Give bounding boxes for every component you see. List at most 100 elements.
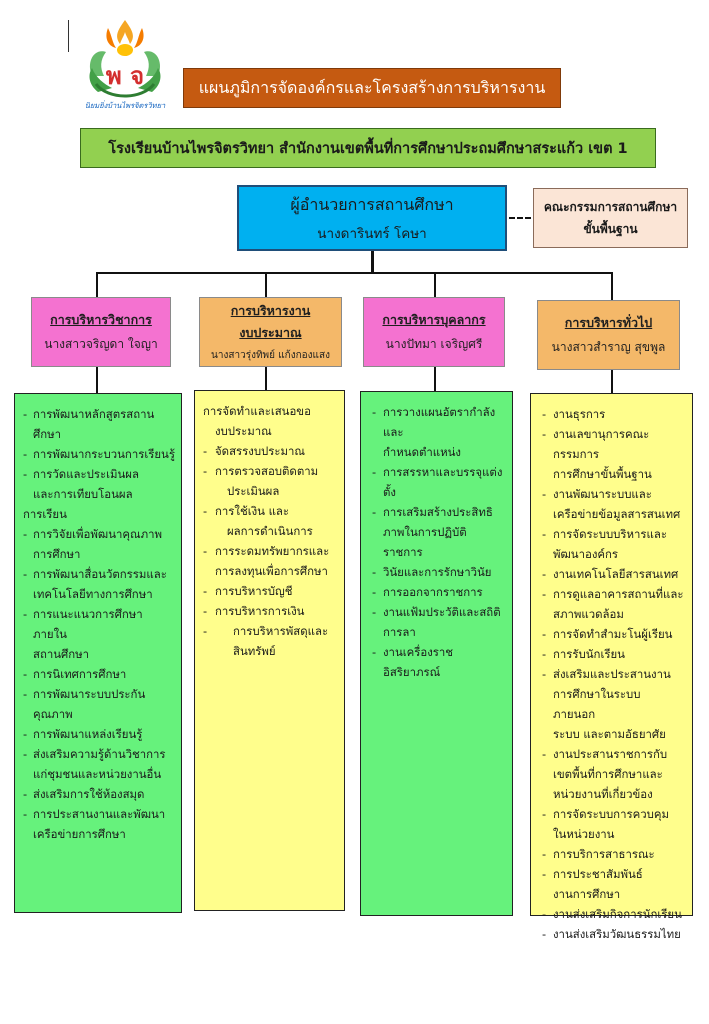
- list-item: งานเครื่องราชอิสริยาภรณ์: [369, 642, 506, 682]
- dept-person: นางสาวจริญดา ใจญา: [44, 337, 158, 351]
- list-item: งานแฟ้มประวัติและสถิติ: [369, 602, 506, 622]
- task-list-personnel: การวางแผนอัตรากำลังและ กำหนดตำแหน่ง การส…: [360, 391, 513, 916]
- connector-academic: [96, 272, 98, 297]
- list-item: การพัฒนาแหล่งเรียนรู้: [23, 724, 175, 744]
- dept-head: การบริหารวิชาการ: [50, 312, 152, 327]
- connector-director-down: [371, 251, 374, 273]
- list-item: การจัดระบบการควบคุม: [539, 804, 686, 824]
- dept-person: นางสาวสำราญ สุขพูล: [551, 340, 666, 354]
- dept-personnel: การบริหารบุคลากร นางปัทมา เจริญศรี: [363, 297, 505, 367]
- list-item-continued: เขตพื้นที่การศึกษาและ: [553, 767, 663, 781]
- logo-initials: พ จ: [106, 62, 144, 90]
- list-item: งานส่งเสริมวัฒนธรรมไทย: [539, 924, 686, 944]
- list-item-continued: การศึกษา: [33, 547, 81, 561]
- dept-head: การบริหารงาน: [230, 303, 311, 318]
- dept-head-line2: งบประมาณ: [239, 325, 302, 340]
- committee-subtitle: ขั้นพื้นฐาน: [583, 221, 638, 236]
- list-item-continued: คุณภาพ: [33, 707, 73, 721]
- list-item-continued: เทคโนโลยีทางการศึกษา: [33, 587, 153, 601]
- dept-academic: การบริหารวิชาการ นางสาวจริญดา ใจญา: [31, 297, 171, 367]
- list-item: การบริการสาธารณะ: [539, 844, 686, 864]
- list-item: การประชาสัมพันธ์: [539, 864, 686, 884]
- school-banner: โรงเรียนบ้านไพรจิตรวิทยา สำนักงานเขตพื้น…: [80, 128, 656, 168]
- connector-horizontal: [96, 272, 612, 274]
- list-item: งานส่งเสริมกิจการนักเรียน: [539, 904, 686, 924]
- list-item: การพัฒนากระบวนการเรียนรู้: [23, 444, 175, 464]
- list-item: การสรรหาและบรรจุแต่งตั้ง: [369, 462, 506, 502]
- task-list-general: งานธุรการ งานเลขานุการคณะกรรมการ การศึกษ…: [530, 393, 693, 944]
- dept-general: การบริหารทั่วไป นางสาวสำราญ สุขพูล: [537, 300, 680, 370]
- director-box: ผู้อำนวยการสถานศึกษา นางดารินทร์ โคษา: [237, 185, 507, 251]
- connector-general: [611, 272, 613, 300]
- list-item: และการเทียบโอนผล: [23, 484, 175, 504]
- list-item-continued: ระบบ และตามอัธยาศัย: [553, 727, 666, 741]
- list-item-continued: สถานศึกษา: [33, 647, 90, 661]
- list-item: การพัฒนาหลักสูตรสถานศึกษา: [23, 404, 175, 444]
- list-item-text: การเรียน: [23, 507, 67, 521]
- list-item: งานประสานราชการกับ: [539, 744, 686, 764]
- list-item: การนิเทศการศึกษา: [23, 664, 175, 684]
- connector-budget-list: [265, 367, 267, 390]
- list-item: การระดมทรัพยากรและ: [203, 541, 338, 561]
- list-item: การตรวจสอบติดตาม: [203, 461, 338, 481]
- list-item: การประสานงานและพัฒนา: [23, 804, 175, 824]
- list-item-continued: ประเมินผล: [227, 484, 280, 498]
- list-item: การพัฒนาระบบประกัน: [23, 684, 175, 704]
- committee-title: คณะกรรมการสถานศึกษา: [543, 199, 678, 214]
- chart-title: แผนภูมิการจัดองค์กรและโครงสร้างการบริหาร…: [183, 68, 561, 108]
- list-item: การจัดทำสำมะโนผู้เรียน: [539, 624, 686, 644]
- list-item: ส่งเสริมการใช้ห้องสมุด: [23, 784, 175, 804]
- list-item: การบริหารการเงิน: [203, 601, 338, 621]
- list-item-continued: ผลการดำเนินการ: [227, 524, 313, 538]
- list-item: การเสริมสร้างประสิทธิ: [369, 502, 506, 522]
- list-item: การจัดทำและเสนอขอ: [203, 404, 311, 418]
- dept-person: นางสาวรุ่งทิพย์ แก้งกองแสง: [211, 350, 330, 361]
- list-item: งานธุรการ: [539, 404, 686, 424]
- list-item-continued: สินทรัพย์: [233, 644, 276, 658]
- dashed-connector: [509, 217, 531, 219]
- list-item: จัดสรรงบประมาณ: [203, 441, 338, 461]
- task-list-budget: การจัดทำและเสนอขอ งบประมาณ จัดสรรงบประมา…: [194, 390, 345, 911]
- list-item: การวางแผนอัตรากำลังและ: [369, 402, 506, 442]
- logo-motto: นิยมยิ่งบ้านไพรจิตรวิทยา: [85, 100, 166, 110]
- list-item-continued: การศึกษาขั้นพื้นฐาน: [553, 467, 652, 481]
- list-item: การใช้เงิน และ: [203, 501, 338, 521]
- list-item-continued: หน่วยงานที่เกี่ยวข้อง: [553, 787, 653, 801]
- committee-box: คณะกรรมการสถานศึกษา ขั้นพื้นฐาน: [533, 188, 688, 248]
- school-emblem-icon: พ จ นิยมยิ่งบ้านไพรจิตรวิทยา: [85, 20, 166, 110]
- list-item: การแนะแนวการศึกษาภายใน: [23, 604, 175, 644]
- connector-budget: [265, 272, 267, 297]
- list-item: การจัดระบบบริหารและ: [539, 524, 686, 544]
- school-logo: พ จ นิยมยิ่งบ้านไพรจิตรวิทยา: [78, 18, 173, 113]
- list-item: การดูแลอาคารสถานที่และ: [539, 584, 686, 604]
- task-list-academic: การพัฒนาหลักสูตรสถานศึกษา การพัฒนากระบวน…: [14, 393, 182, 913]
- list-item: งานเทคโนโลยีสารสนเทศ: [539, 564, 686, 584]
- list-item: งานพัฒนาระบบและ: [539, 484, 686, 504]
- dept-person: นางปัทมา เจริญศรี: [385, 337, 483, 351]
- list-item-continued: เครือข่ายการศึกษา: [33, 827, 126, 841]
- list-item: การพัฒนาสื่อนวัตกรรมและ: [23, 564, 175, 584]
- director-title: ผู้อำนวยการสถานศึกษา: [290, 194, 454, 214]
- list-item-continued: การลา: [383, 625, 416, 639]
- list-item: การออกจากราชการ: [369, 582, 506, 602]
- connector-personnel-list: [434, 367, 436, 391]
- dept-head: การบริหารทั่วไป: [564, 315, 653, 330]
- list-item: การวิจัยเพื่อพัฒนาคุณภาพ: [23, 524, 175, 544]
- list-item-continued: การศึกษาในระบบ ภายนอก: [553, 687, 641, 721]
- list-item: การบริหารบัญชี: [203, 581, 338, 601]
- list-item-continued: เครือข่ายข้อมูลสารสนเทศ: [553, 507, 681, 521]
- list-item: วินัยและการรักษาวินัย: [369, 562, 506, 582]
- list-item: ส่งเสริมความรู้ด้านวิชาการ: [23, 744, 175, 764]
- list-item: การวัดและประเมินผล: [23, 464, 175, 484]
- list-item: การรับนักเรียน: [539, 644, 686, 664]
- list-item-continued: ภาพในการปฏิบัติราชการ: [383, 525, 467, 559]
- list-item-text: และการเทียบโอนผล: [33, 487, 133, 501]
- list-item-continued: กำหนดตำแหน่ง: [383, 445, 461, 459]
- list-item: ส่งเสริมและประสานงาน: [539, 664, 686, 684]
- list-item-continued: งบประมาณ: [215, 424, 272, 438]
- text-cursor: [68, 20, 69, 52]
- dept-head: การบริหารบุคลากร: [382, 312, 486, 327]
- list-item-continued: แก่ชุมชนและหน่วยงานอื่น: [33, 767, 162, 781]
- list-item: การเรียน: [23, 504, 175, 524]
- list-item-continued: พัฒนาองค์กร: [553, 547, 619, 561]
